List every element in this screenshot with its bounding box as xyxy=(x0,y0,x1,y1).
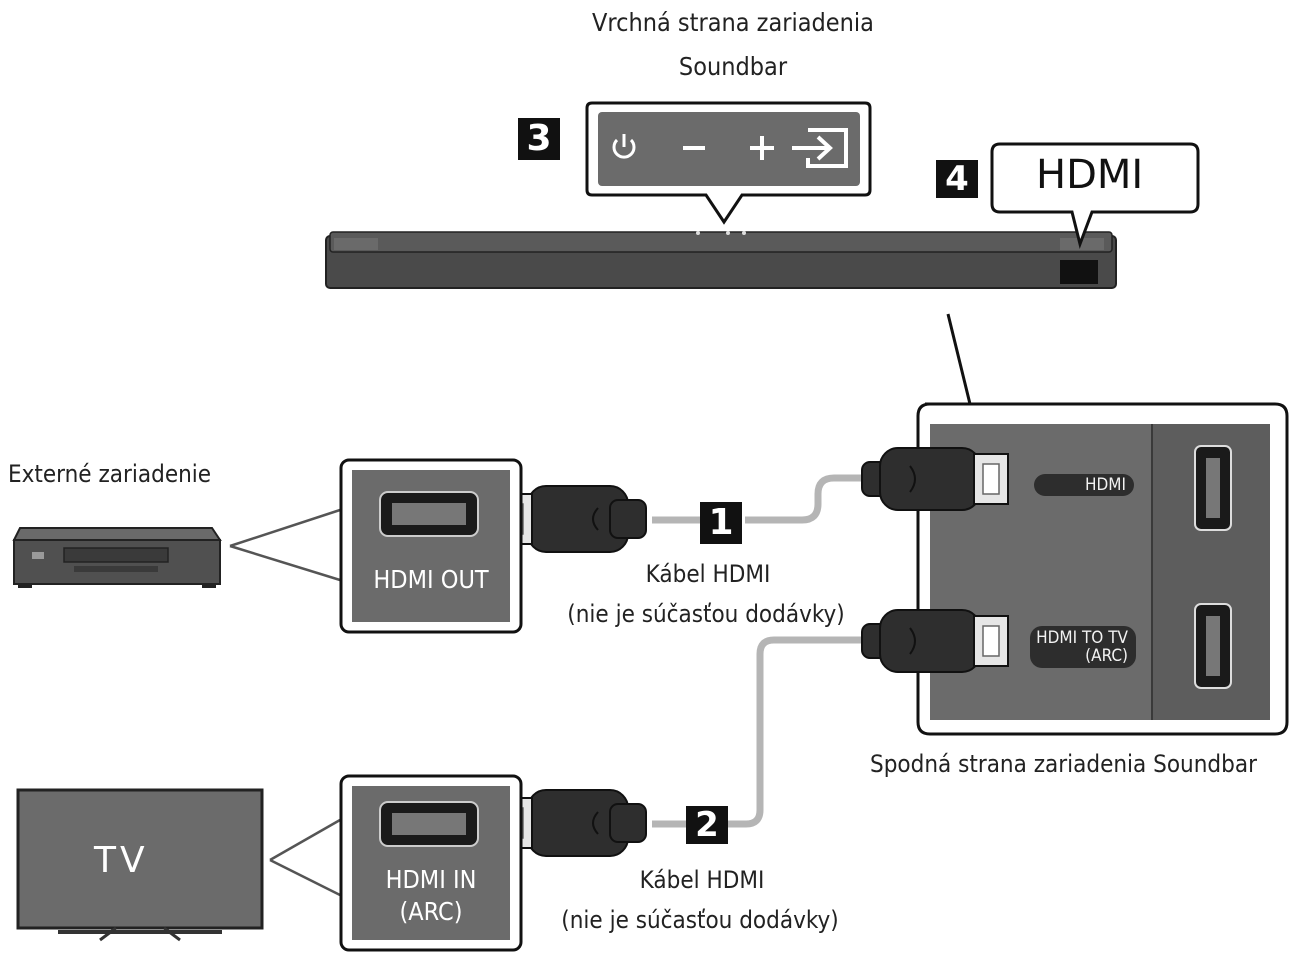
cable1-label: Kábel HDMI xyxy=(645,560,771,588)
port-line-1: HDMI TO TV xyxy=(1036,628,1128,648)
tv-pointer xyxy=(269,818,341,897)
external-device-label: Externé zariadenie xyxy=(8,460,212,488)
hdmi-callout xyxy=(990,142,1200,250)
top-subtitle: Soundbar xyxy=(678,52,788,81)
power-icon xyxy=(612,134,636,159)
cable1-note: (nie je súčasťou dodávky) xyxy=(567,600,845,628)
soundbar-port-hdmi-to-tv-label: HDMI TO TV (ARC) xyxy=(1030,626,1136,668)
soundbar xyxy=(325,231,1117,289)
tv xyxy=(16,788,264,942)
hdmi-socket-1 xyxy=(1194,445,1232,531)
bottom-side-label: Spodná strana zariadenia Soundbar xyxy=(870,750,1257,778)
hdmi-socket-2 xyxy=(1194,603,1232,689)
hdmi-plug-soundbar-1 xyxy=(861,447,1009,511)
cable-1 xyxy=(652,474,866,524)
hdmi-in-arc-label: (ARC) xyxy=(399,897,463,926)
external-device xyxy=(12,527,222,588)
badge-2: 2 xyxy=(686,806,728,844)
port-line-2: (ARC) xyxy=(1085,646,1128,666)
input-source-icon xyxy=(792,128,848,168)
badge-3: 3 xyxy=(518,118,560,160)
tv-label: TV xyxy=(94,840,149,881)
cable2-label: Kábel HDMI xyxy=(639,866,765,894)
top-title: Vrchná strana zariadenia xyxy=(592,8,874,37)
cable2-note: (nie je súčasťou dodávky) xyxy=(561,906,839,934)
external-pointer xyxy=(229,508,341,582)
soundbar-port-hdmi-label: HDMI xyxy=(1034,474,1134,496)
hdmi-callout-label: HDMI xyxy=(1036,152,1144,198)
soundbar-bottom-panel xyxy=(916,313,1289,736)
volume-up-icon xyxy=(750,136,774,160)
hdmi-out-label: HDMI OUT xyxy=(373,565,489,594)
badge-4: 4 xyxy=(936,160,978,198)
hdmi-in-panel xyxy=(339,774,523,952)
hdmi-in-label: HDMI IN xyxy=(385,865,477,894)
hdmi-out-panel xyxy=(339,458,523,634)
hdmi-plug-soundbar-2 xyxy=(861,609,1009,673)
badge-1: 1 xyxy=(700,502,742,544)
top-buttons-callout xyxy=(585,101,872,225)
cable-2 xyxy=(652,636,866,828)
